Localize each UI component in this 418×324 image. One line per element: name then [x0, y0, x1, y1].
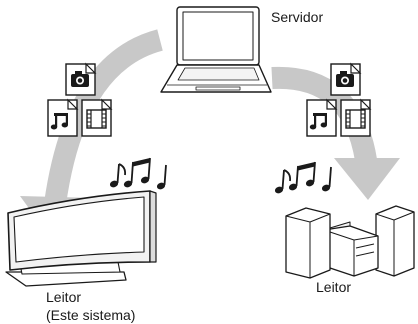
- music-notes-icon: [109, 157, 167, 190]
- laptop-icon: [160, 6, 272, 93]
- music-notes-icon: [274, 161, 332, 194]
- flat-tv-icon: [5, 190, 157, 287]
- music-note-icon: [306, 98, 338, 137]
- player-left-label: Leitor: [46, 289, 82, 305]
- film-strip-icon: [340, 98, 372, 137]
- right-flow-arrow: [271, 66, 377, 162]
- player-left-note: (Este sistema): [46, 307, 136, 323]
- mini-hifi-stereo-icon: [285, 205, 415, 279]
- server-label: Servidor: [271, 9, 324, 25]
- music-note-icon: [47, 98, 79, 137]
- right-flow-arrowhead: [334, 158, 400, 200]
- player-right-label: Leitor: [316, 279, 352, 295]
- camera-icon: [330, 62, 362, 96]
- film-strip-icon: [81, 98, 113, 137]
- camera-icon: [65, 62, 97, 96]
